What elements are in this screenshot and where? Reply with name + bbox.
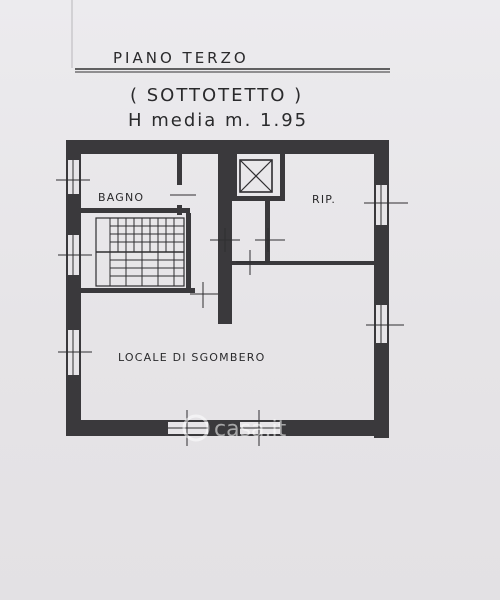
window-frames — [56, 160, 408, 446]
floor-subtitle: ( SOTTOTETTO ) — [130, 85, 303, 106]
floor-title: PIANO TERZO — [113, 49, 249, 67]
wall-bottom — [66, 420, 389, 436]
wall-stair-bottom — [80, 288, 195, 293]
shaft-box — [239, 159, 273, 193]
interior-walls — [80, 152, 377, 324]
watermark: casa.it — [182, 414, 287, 442]
wall-stair-right — [186, 213, 191, 288]
room-label-bathroom: BAGNO — [98, 191, 144, 204]
wall-top — [66, 140, 389, 154]
wall-shaft-left — [232, 152, 237, 200]
wall-right — [374, 140, 389, 438]
wall-storage-bottom — [232, 261, 377, 265]
door-marks — [170, 194, 285, 308]
height-note: H media m. 1.95 — [128, 110, 308, 131]
wall-shaft-right — [280, 152, 285, 200]
watermark-text: casa.it — [214, 417, 287, 442]
wall-shaft-bottom — [232, 196, 285, 201]
room-label-main-room: LOCALE DI SGOMBERO — [118, 351, 265, 364]
wall-bathroom-right-upper — [177, 152, 182, 185]
room-label-storage: RIP. — [312, 193, 336, 206]
wall-bathroom-bottom — [80, 208, 190, 213]
staircase — [95, 217, 185, 287]
watermark-logo-icon — [182, 414, 210, 442]
